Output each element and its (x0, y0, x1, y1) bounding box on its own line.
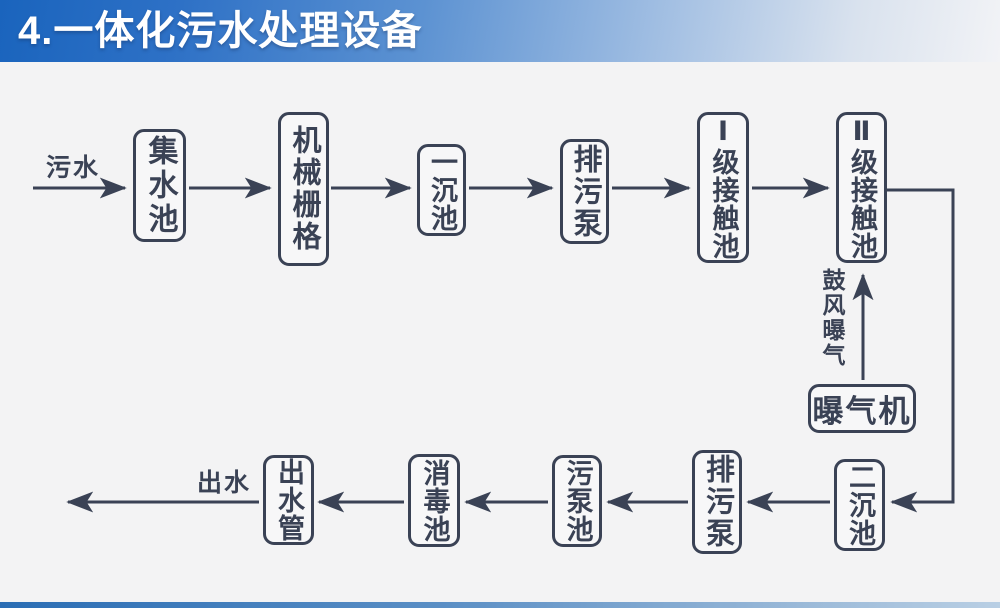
node-level1-contact-tank: Ⅰ级接触池 (697, 112, 749, 263)
slide-header: 4.一体化污水处理设备 (0, 0, 1000, 62)
node-primary-sedimentation-tank: 一沉池 (417, 144, 466, 236)
node-level2-contact-tank: Ⅱ级接触池 (836, 112, 887, 263)
node-sludge-pump-tank: 污泵池 (552, 455, 602, 547)
node-aerator: 曝气机 (808, 384, 916, 433)
aeration-label: 鼓风曝气 (819, 268, 845, 368)
node-disinfection-tank: 消毒池 (408, 454, 460, 547)
connector-level2-to-secondary (886, 188, 955, 513)
node-secondary-sedimentation-tank: 二沉池 (834, 459, 885, 551)
page-title: 4.一体化污水处理设备 (18, 9, 423, 53)
node-sewage-pump-bottom: 排污泵 (692, 450, 742, 554)
node-collecting-tank: 集水池 (133, 129, 186, 242)
bottom-accent-bar (0, 602, 1000, 608)
node-mechanical-grid: 机械栅格 (278, 112, 329, 266)
outflow-label: 出水 (197, 469, 252, 497)
node-outlet-pipe: 出水管 (263, 455, 314, 545)
inflow-label: 污水 (46, 154, 101, 182)
node-sewage-pump-top: 排污泵 (560, 139, 609, 244)
